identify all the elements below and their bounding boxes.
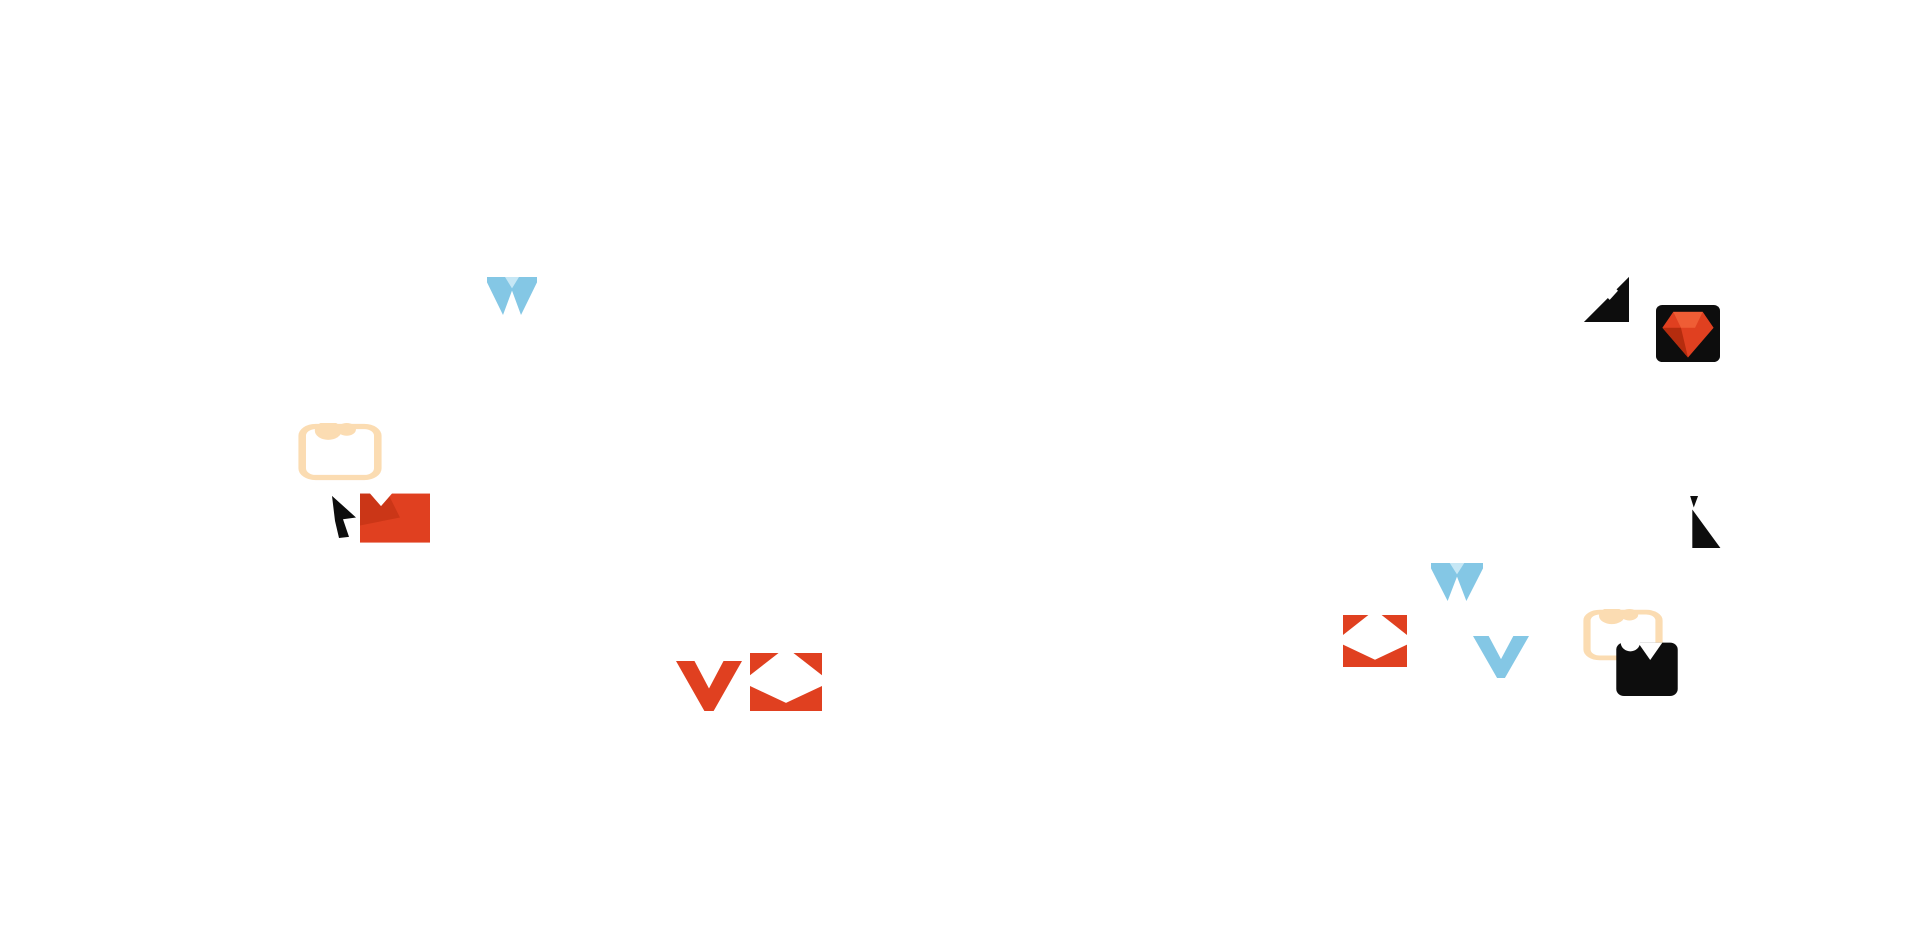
ruby-on-black[interactable] (1656, 305, 1720, 362)
wedge-icon (1583, 276, 1629, 322)
gem-icon (750, 653, 822, 711)
gem-pavilion-icon (676, 661, 742, 711)
gem-crown-icon (487, 277, 537, 315)
gem-icon (1616, 638, 1678, 696)
gem-icon (1343, 615, 1407, 667)
red-gem-diamond-2[interactable] (750, 653, 822, 711)
card-icon (298, 423, 382, 481)
blue-gem-bottom[interactable] (1473, 636, 1529, 678)
blue-gem-top-1[interactable] (487, 277, 537, 315)
gem-pavilion-icon (1473, 636, 1529, 678)
black-wedge[interactable] (1583, 276, 1629, 322)
black-gem-notch[interactable] (1615, 638, 1679, 696)
ruby-gem-icon (1656, 305, 1720, 362)
cream-card-1[interactable] (298, 423, 382, 481)
red-gem-bottom-1[interactable] (676, 661, 742, 711)
red-gem-diamond-1[interactable] (1343, 615, 1407, 667)
blue-gem-top-2[interactable] (1431, 563, 1483, 601)
red-gem-with-cursor[interactable] (330, 489, 430, 546)
black-cursor (1688, 496, 1724, 548)
cursor-icon (1690, 496, 1721, 548)
cursor-gem-icon (332, 493, 430, 543)
gem-crown-icon (1431, 563, 1483, 601)
